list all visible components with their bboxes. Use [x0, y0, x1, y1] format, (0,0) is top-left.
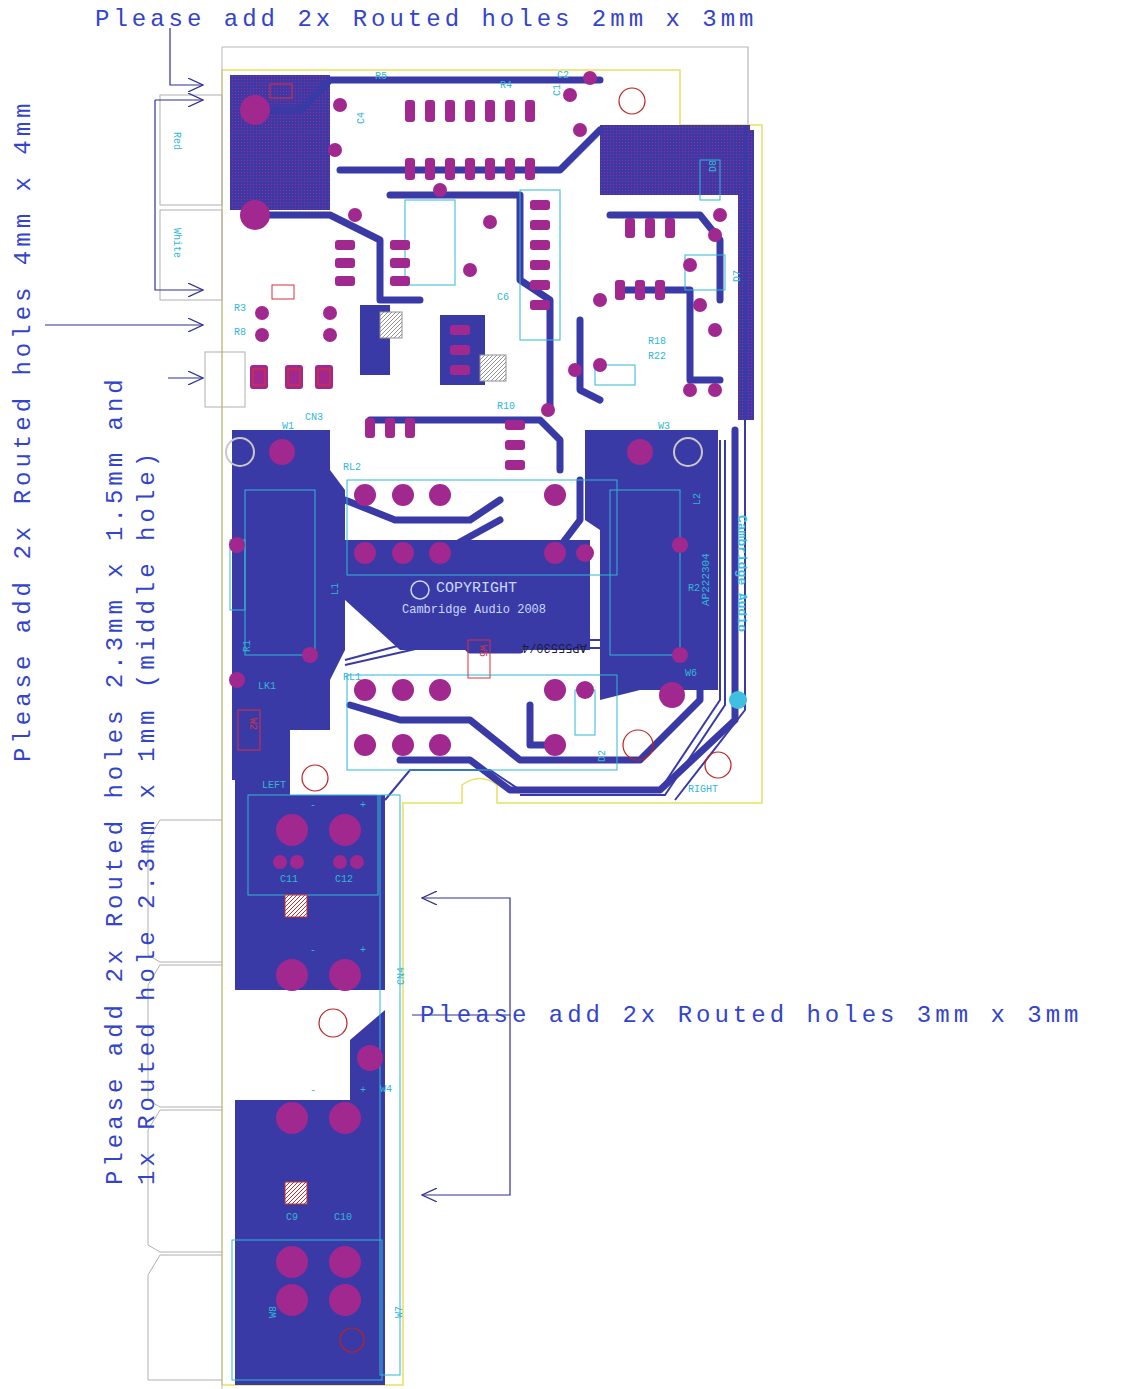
part-label: W7 [394, 1306, 405, 1318]
part-label: W4 [380, 1084, 392, 1095]
part-label: R3 [234, 303, 246, 314]
annotation-note: Please add 2x Routed holes 2.3mm x 1.5mm… [100, 366, 164, 1185]
part-label: LK1 [258, 681, 276, 692]
connector-label: White [171, 228, 182, 258]
side-label: RIGHT [688, 784, 718, 795]
part-label: R2 [688, 583, 700, 594]
polarity-mark: + [360, 1085, 366, 1096]
copyright-text: Cambridge Audio 2008 [402, 604, 546, 617]
brand-text: Cambridge Audio [734, 515, 748, 632]
part-label: CN4 [396, 967, 407, 985]
part-label: R5 [375, 71, 387, 82]
part-label: CN3 [305, 412, 323, 423]
copyright-text: COPYRIGHT [436, 581, 517, 598]
part-label: W1 [282, 421, 294, 432]
part-label: L2 [692, 493, 703, 505]
part-label: D8 [708, 160, 719, 172]
part-label: RL1 [343, 672, 361, 683]
part-label: W3 [658, 421, 670, 432]
part-label: C11 [280, 874, 298, 885]
part-label: C12 [335, 874, 353, 885]
part-label: L1 [330, 583, 341, 595]
part-label: W6 [685, 668, 697, 679]
part-label: C1 [552, 84, 563, 96]
board-number: AP55530/4 [522, 640, 587, 653]
part-label: R8 [234, 327, 246, 338]
annotation-note: Please add 2x Routed holes 2mm x 3mm [95, 4, 757, 36]
part-label: D2 [597, 750, 608, 762]
side-label: LEFT [262, 780, 286, 791]
part-label: C4 [356, 112, 367, 124]
part-label: C6 [497, 292, 509, 303]
part-label: W8 [268, 1306, 279, 1318]
part-label: W5 [477, 645, 488, 657]
part-label: RL2 [343, 462, 361, 473]
polarity-mark: + [360, 945, 366, 956]
polarity-mark: - [310, 945, 316, 956]
part-label: R1 [242, 640, 253, 652]
part-label: R18 [648, 336, 666, 347]
polarity-mark: - [310, 800, 316, 811]
part-label: R4 [500, 80, 512, 91]
annotation-note: Please add 2x Routed holes 4mm x 4mm [8, 100, 40, 762]
board-number: AP222304 [700, 553, 712, 606]
part-label: R10 [497, 401, 515, 412]
polarity-mark: - [310, 1085, 316, 1096]
part-label: D7 [732, 270, 743, 282]
annotation-note: Please add 2x Routed holes 3mm x 3mm [420, 1000, 1082, 1032]
polarity-mark: + [360, 800, 366, 811]
part-label: R22 [648, 351, 666, 362]
part-label: C2 [557, 70, 569, 81]
part-label: C10 [334, 1212, 352, 1223]
part-label: C9 [286, 1212, 298, 1223]
part-label: W2 [247, 718, 258, 730]
connector-label: Red [171, 132, 182, 150]
